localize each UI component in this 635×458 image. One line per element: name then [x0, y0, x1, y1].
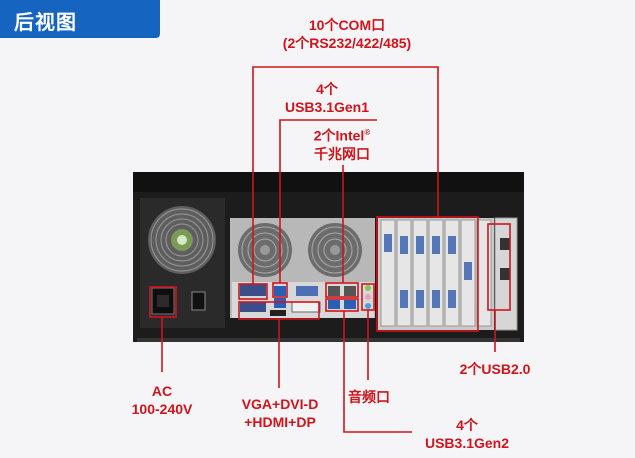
lan-callout-line1: 2个Intel® — [292, 124, 392, 145]
com-port-bottom-icon — [240, 302, 266, 312]
com-leader-line — [252, 66, 439, 284]
usb-gen2-callout-line1: 4个 — [456, 417, 478, 433]
com-highlight-box — [376, 216, 479, 332]
lan-callout-text: 2个Intel — [313, 127, 365, 144]
usb-gen2-callout-line2: USB3.1Gen2 — [424, 435, 510, 451]
audio-callout: 音频口 — [348, 389, 390, 405]
system-fan-left-icon — [238, 223, 292, 277]
usb-gen1-leader-line — [279, 119, 377, 283]
audio-jack-icon — [365, 285, 371, 291]
usb-gen2-leader-line — [343, 311, 412, 433]
com-port-top-icon — [240, 284, 266, 296]
dvi-port-icon — [291, 301, 321, 313]
usb20-highlight-box — [487, 223, 511, 311]
audio-jack-icon — [365, 303, 371, 309]
usb-port-icon — [344, 300, 356, 309]
usb-port-icon — [274, 286, 286, 296]
com-callout: 10个COM口 (2个RS232/422/485) — [262, 16, 432, 52]
psu-fan-icon — [148, 206, 216, 274]
usb-gen2-highlight-box — [325, 298, 359, 312]
lan-callout: 2个Intel® 千兆网口 — [292, 124, 392, 163]
serial-db9-connectors — [384, 234, 472, 308]
usb-port-icon — [274, 298, 286, 308]
usb20-callout: 2个USB2.0 — [459, 361, 531, 377]
expansion-slot-brackets — [380, 219, 492, 327]
ac-callout-line2: 100-240V — [131, 401, 193, 417]
video-callout: VGA+DVI-D +HDMI+DP — [232, 395, 328, 431]
usb-gen1-callout: 4个 USB3.1Gen1 — [272, 80, 382, 116]
ac-highlight-box — [149, 286, 177, 318]
hdmi-port-icon — [270, 310, 286, 316]
usb-port-icon — [328, 300, 340, 309]
chassis-top-edge — [133, 172, 524, 192]
view-title-tag: 后视图 — [0, 0, 160, 38]
vga-port-icon — [296, 286, 318, 296]
com-callout-line1: 10个COM口 — [308, 17, 386, 33]
video-callout-line2: +HDMI+DP — [244, 414, 316, 430]
usb20-port-icon — [500, 238, 510, 250]
ac-inlet-pins — [157, 295, 169, 307]
view-title: 后视图 — [14, 12, 77, 34]
lan-highlight-box — [325, 282, 359, 298]
lan-callout-line2: 千兆网口 — [314, 145, 370, 162]
ac-callout-line1: AC — [151, 383, 173, 399]
chassis-bottom-edge — [137, 338, 520, 342]
ac-callout: AC 100-240V — [120, 382, 204, 418]
usb-gen1-callout-line2: USB3.1Gen1 — [284, 99, 370, 115]
power-switch-icon — [191, 291, 206, 311]
registered-mark: ® — [364, 128, 371, 137]
com-callout-line2: (2个RS232/422/485) — [282, 35, 412, 51]
lan-port-icon — [344, 286, 356, 296]
usb20-port-icon — [500, 268, 510, 280]
usb-gen2-callout: 4个 USB3.1Gen2 — [412, 416, 522, 452]
audio-jack-icon — [365, 294, 371, 300]
lan-port-icon — [328, 286, 340, 296]
callout-lines — [161, 66, 511, 433]
video-callout-line1: VGA+DVI-D — [241, 396, 319, 412]
system-fan-right-icon — [308, 223, 362, 277]
usb-gen1-callout-line1: 4个 — [316, 81, 338, 97]
